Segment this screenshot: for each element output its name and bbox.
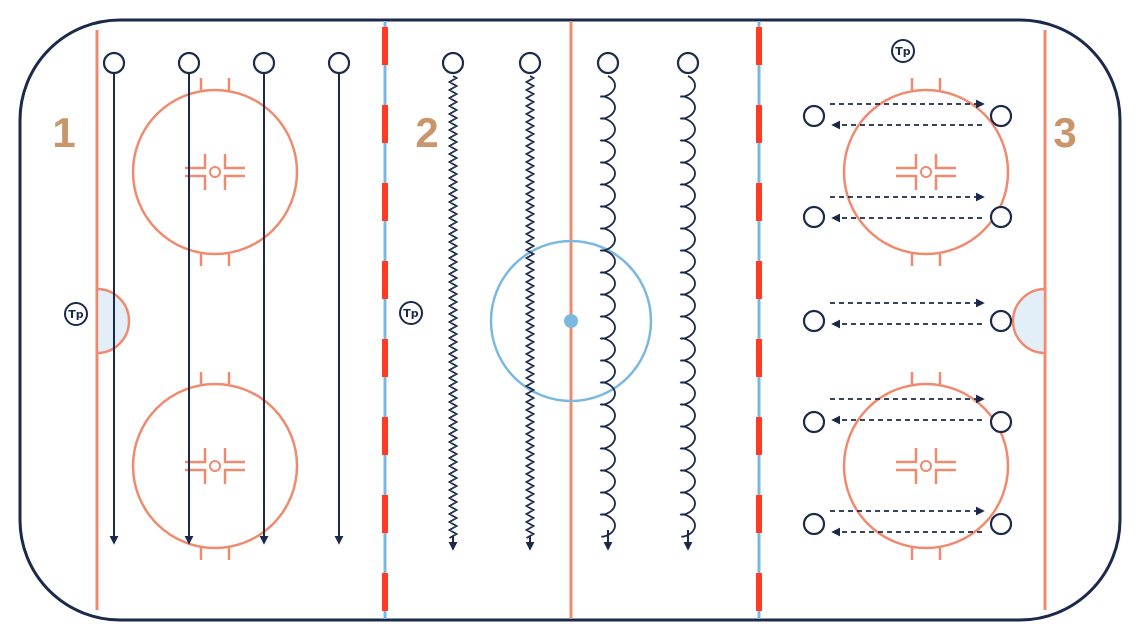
zone-label-3: 3 <box>1053 109 1076 156</box>
coach-marker-icon: Tp <box>399 301 423 325</box>
coach-label: Tp <box>403 307 419 320</box>
faceoff-circles <box>131 78 1010 560</box>
player-marker-icon <box>989 410 1013 434</box>
player-marker-icon <box>518 51 542 75</box>
arrow-icon <box>599 75 616 538</box>
arrow-icon <box>447 75 459 539</box>
player-marker-icon <box>802 512 826 536</box>
center-dot <box>564 314 578 328</box>
player-marker-icon <box>177 51 201 75</box>
player-marker-icon <box>252 51 276 75</box>
player-marker-icon <box>802 205 826 229</box>
player-marker-icon <box>102 51 126 75</box>
faceoff-circle-icon <box>842 78 1010 266</box>
arrow-icon <box>524 75 536 539</box>
center-circle <box>489 239 653 403</box>
arrow-icon <box>679 75 696 538</box>
drill-paths <box>109 74 985 551</box>
player-markers <box>102 51 1013 536</box>
player-marker-icon <box>327 51 351 75</box>
goal-crease-right <box>1011 287 1047 355</box>
player-marker-icon <box>802 410 826 434</box>
faceoff-circle-icon <box>131 78 299 266</box>
zone-label-2: 2 <box>415 109 438 156</box>
coach-marker-icon: Tp <box>891 39 915 63</box>
player-marker-icon <box>802 309 826 333</box>
coach-marker-icon: Tp <box>64 302 88 326</box>
coach-label: Tp <box>895 45 911 58</box>
player-marker-icon <box>989 512 1013 536</box>
player-marker-icon <box>441 51 465 75</box>
zone-label-1: 1 <box>52 109 75 156</box>
player-marker-icon <box>596 51 620 75</box>
faceoff-circle-icon <box>842 372 1010 560</box>
player-marker-icon <box>989 309 1013 333</box>
player-marker-icon <box>989 104 1013 128</box>
coach-label: Tp <box>68 308 84 321</box>
player-marker-icon <box>989 205 1013 229</box>
player-marker-icon <box>676 51 700 75</box>
player-marker-icon <box>802 104 826 128</box>
faceoff-circle-icon <box>131 372 299 560</box>
